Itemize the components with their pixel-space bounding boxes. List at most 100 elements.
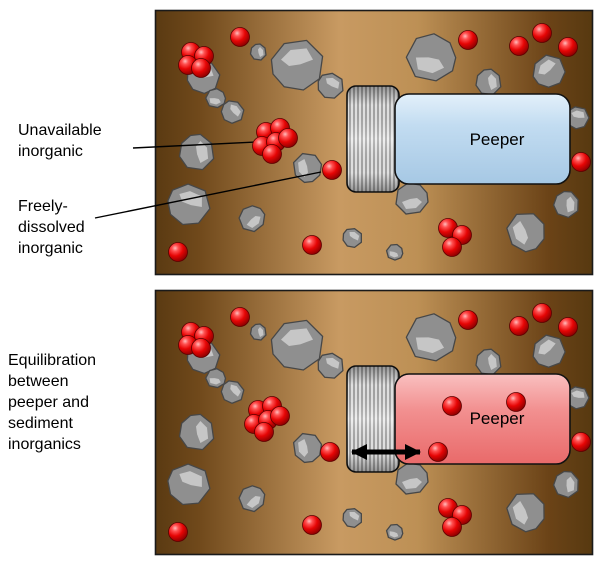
rock [506,213,545,253]
rock-body [342,227,362,249]
rock-highlight [512,221,529,245]
rock [205,88,227,109]
rock-highlight [298,158,308,178]
rock-highlight [512,501,529,525]
rock-highlight [209,378,221,385]
inorganic-ball-inside-peeper [442,396,462,416]
rock-highlight [209,98,221,105]
inorganic-ball [191,338,211,358]
rock-body [395,182,429,215]
rock-highlight [246,495,261,509]
rock-highlight [298,438,308,458]
rock-highlight [566,196,575,213]
inorganic-ball [230,307,250,327]
inorganic-ball [191,58,211,78]
rock-highlight [281,48,313,66]
rock-body [249,323,267,341]
peeper-label-bottom: Peeper [470,409,525,428]
rock [238,485,266,513]
rock-highlight [389,531,399,538]
rock [292,152,323,184]
inorganic-ball [571,152,591,172]
inorganic-ball [230,27,250,47]
rock [270,319,324,371]
rock [167,463,211,506]
rock-body [238,205,266,233]
rock [292,432,323,464]
rock [249,323,267,341]
inorganic-ball [262,144,282,164]
rock-body [292,152,323,184]
panel-bottom: Peeper [154,289,594,556]
rock [317,352,344,379]
inorganic-ball [320,442,340,462]
rock-highlight [246,215,261,229]
rock-highlight [415,337,445,354]
rocks-top [167,33,590,261]
rock-body [532,54,566,88]
rock [205,368,227,389]
rock-highlight [402,478,422,489]
rock-highlight [488,353,497,371]
inorganic-ball [322,160,342,180]
peeper-bottom: Peeper [346,365,571,473]
peeper-top: Peeper [346,85,571,193]
inorganic-ball [168,522,188,542]
rock-highlight [571,110,585,118]
pointer-line [94,171,322,219]
inorganic-ball [168,242,188,262]
rock-highlight [258,47,264,57]
rock-body [178,133,215,171]
rock [178,413,215,451]
label-equilibration: Equilibration between peeper and sedimen… [8,352,97,453]
rock-highlight [349,232,360,241]
balls-top [168,23,591,262]
rock [238,205,266,233]
rock [385,243,404,261]
inorganic-ball [532,23,552,43]
rock-highlight [349,512,360,521]
inorganic-ball [558,317,578,337]
rock-body [552,190,579,219]
rock [342,227,362,249]
rock-body [220,380,245,404]
peeper-cap-shade [347,86,399,192]
inorganic-ball [442,517,462,537]
inorganic-ball [532,303,552,323]
rock [532,54,566,88]
rock [178,133,215,171]
rock-body [317,352,344,379]
inorganic-ball [458,310,478,330]
inorganic-ball [558,37,578,57]
annotation-lines [94,141,322,219]
rock [405,313,457,362]
rock-highlight [402,198,422,209]
rock-highlight [196,420,209,444]
rock-body [220,100,245,124]
peeper-body-top [394,93,571,185]
balls-bottom [168,303,591,542]
rock-highlight [230,104,241,117]
inorganic-ball [442,237,462,257]
rock-highlight [179,471,202,487]
rock [565,386,590,410]
rock [395,182,429,215]
inorganic-ball [302,235,322,255]
rock-highlight [538,339,556,355]
rock-body [238,485,266,513]
rocks-bottom [167,313,590,541]
inorganic-ball [458,30,478,50]
balls-inside-bottom [428,392,526,462]
rock [385,523,404,541]
inorganic-ball [509,36,529,56]
rock-highlight [230,384,241,397]
rock-body [292,432,323,464]
rock [220,380,245,404]
peeper-body-bottom [394,373,571,465]
inorganic-ball [302,515,322,535]
rock [342,507,362,529]
rock-highlight [325,77,340,89]
panel-top: Peeper [94,9,594,276]
rock-body [249,43,267,61]
inorganic-ball [509,316,529,336]
